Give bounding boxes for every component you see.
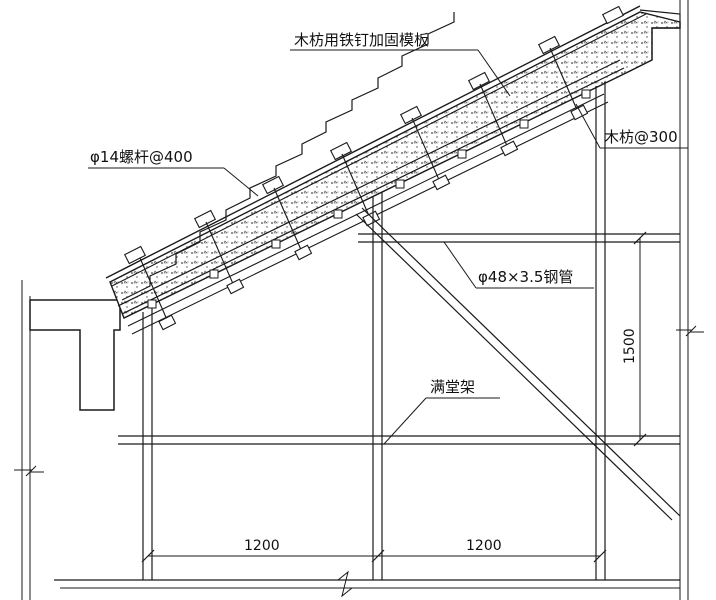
dimension-bottom [141,549,607,563]
ground [54,570,680,598]
height-dimension: 1500 [622,328,638,364]
bolt-label: φ14螺杆@400 [90,148,193,166]
span-right-dimension: 1200 [466,538,502,554]
sloped-slab [105,5,681,335]
span-left-dimension: 1200 [244,538,280,554]
formwork-label: 木枋用铁钉加固模板 [294,31,429,49]
dimension-right [633,231,647,447]
timber-label: 木枋@300 [604,128,678,146]
diagonal-brace [355,207,681,521]
leader-lines [88,49,688,445]
scaffold-label: 满堂架 [430,378,475,396]
left-wall [14,280,121,600]
right-wall [676,0,704,600]
steel-pipe-label: φ48×3.5钢管 [478,268,573,286]
scaffold-ledgers [118,233,680,445]
